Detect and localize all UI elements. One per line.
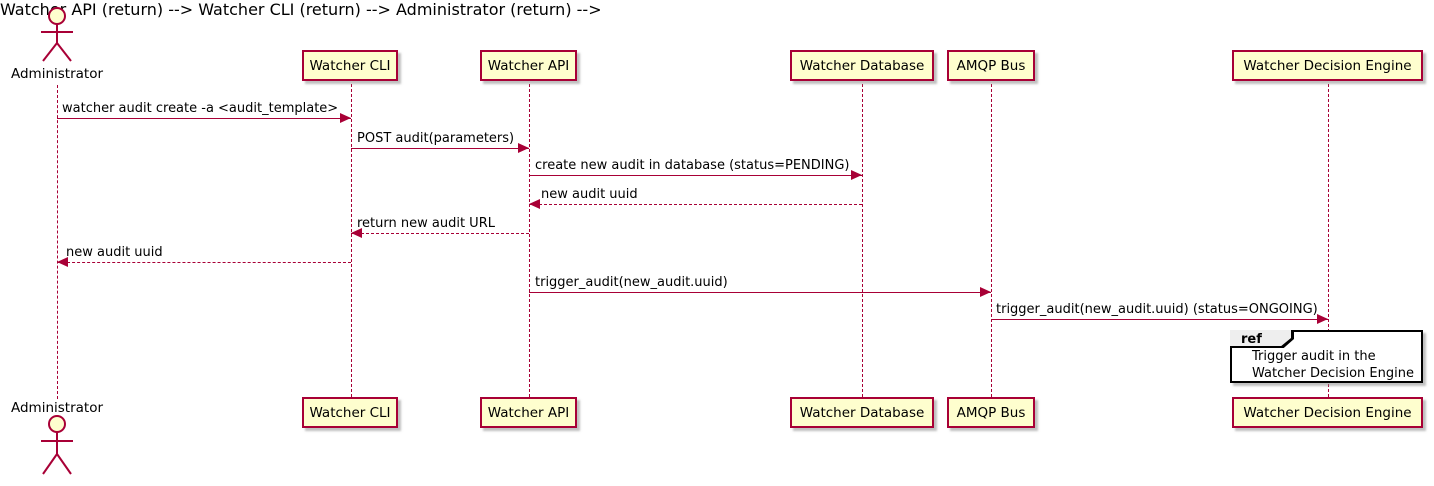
message-label: POST audit(parameters)	[357, 131, 515, 146]
participant-watcher-api-bottom: Watcher API	[480, 397, 577, 428]
message-label: new audit uuid	[541, 187, 638, 202]
ref-header-fill	[1230, 330, 1291, 346]
message-line	[991, 319, 1328, 320]
message-label: trigger_audit(new_audit.uuid) (status=ON…	[996, 302, 1318, 317]
ref-fragment: ref Trigger audit in the Watcher Decisio…	[1230, 330, 1423, 383]
arrowhead-right-icon	[518, 143, 529, 153]
message-line	[57, 262, 351, 263]
participant-watcher-cli-bottom: Watcher CLI	[302, 397, 398, 428]
message-label: create new audit in database (status=PEN…	[535, 158, 850, 173]
message-line	[57, 118, 351, 119]
arrowhead-right-icon	[851, 170, 862, 180]
participant-amqp-bus-top: AMQP Bus	[947, 50, 1035, 81]
participant-watcher-database-bottom: Watcher Database	[790, 397, 934, 428]
message-line	[351, 148, 529, 149]
message-line	[529, 175, 862, 176]
arrowhead-right-icon	[980, 287, 991, 297]
message-line	[529, 292, 991, 293]
arrowhead-right-icon	[1317, 314, 1328, 324]
arrowhead-left-icon	[529, 199, 540, 209]
participant-amqp-bus-bottom: AMQP Bus	[947, 397, 1035, 428]
ref-text-line: Trigger audit in the	[1252, 349, 1376, 364]
arrowhead-left-icon	[57, 257, 68, 267]
ref-text-line: Watcher Decision Engine	[1252, 366, 1414, 381]
arrowhead-left-icon	[351, 228, 362, 238]
participant-watcher-decision-engine-top: Watcher Decision Engine	[1232, 50, 1423, 81]
participant-watcher-cli-top: Watcher CLI	[302, 50, 398, 81]
participant-watcher-database-top: Watcher Database	[790, 50, 934, 81]
arrowhead-right-icon	[340, 113, 351, 123]
actor-icon	[41, 7, 73, 62]
actor-icon	[41, 415, 73, 475]
message-label: trigger_audit(new_audit.uuid)	[535, 275, 728, 290]
message-label: watcher audit create -a <audit_template>	[62, 101, 339, 116]
lifeline-administrator	[57, 85, 58, 399]
actor-label-bottom: Administrator	[10, 400, 104, 416]
message-label: return new audit URL	[357, 216, 495, 231]
message-label: new audit uuid	[66, 245, 163, 260]
lifeline-watcher-decision-engine	[1328, 84, 1329, 397]
ref-header-shape	[1230, 330, 1294, 348]
lifeline-watcher-api	[529, 84, 530, 397]
message-line	[529, 204, 862, 205]
participant-watcher-api-top: Watcher API	[480, 50, 577, 81]
ref-keyword: ref	[1241, 332, 1262, 347]
participant-watcher-decision-engine-bottom: Watcher Decision Engine	[1232, 397, 1423, 428]
actor-label-top: Administrator	[10, 66, 104, 82]
message-line	[351, 233, 529, 234]
lifeline-watcher-cli	[351, 84, 352, 397]
lifeline-watcher-database	[862, 84, 863, 397]
lifeline-amqp-bus	[991, 84, 992, 397]
